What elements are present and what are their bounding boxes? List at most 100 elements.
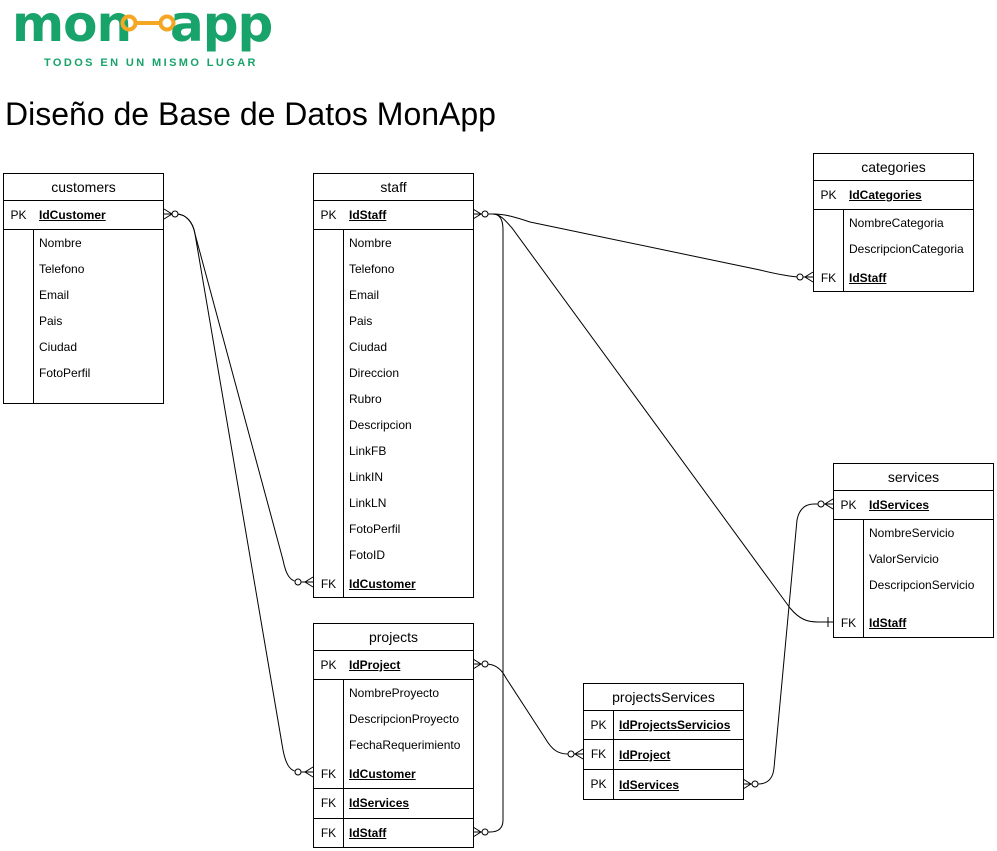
- pk-label: PK: [590, 718, 607, 732]
- entity-projects[interactable]: projects PK IdProject NombreProyecto Des…: [313, 623, 474, 848]
- field: Telefono: [349, 262, 395, 276]
- key-column-divider: [33, 230, 34, 403]
- entity-categories[interactable]: categories PK IdCategories NombreCategor…: [813, 153, 974, 292]
- fk-row[interactable]: FK IdCustomer: [314, 570, 473, 598]
- pk-row[interactable]: PK IdCategories: [814, 181, 973, 209]
- field: Email: [349, 288, 380, 302]
- pk-label: PK: [820, 188, 837, 202]
- field: LinkLN: [349, 496, 387, 510]
- entity-title: services: [834, 464, 993, 491]
- link-staff-categories: [473, 213, 813, 278]
- field: NombreServicio: [869, 526, 955, 540]
- logo-tagline: TODOS EN UN MISMO LUGAR: [44, 57, 258, 69]
- link-customers-staff: [164, 213, 313, 583]
- fk-field: IdStaff: [849, 271, 887, 285]
- fk-row[interactable]: FK IdStaff: [834, 609, 993, 637]
- field: ValorServicio: [869, 552, 939, 566]
- pk2-row[interactable]: PK IdServices: [584, 770, 743, 799]
- link-customers-projects: [164, 213, 313, 773]
- divider: [814, 209, 973, 210]
- field: FotoPerfil: [349, 522, 401, 536]
- logo-connector-icon: [120, 14, 176, 32]
- pk-label: PK: [840, 498, 857, 512]
- link-staff-projects: [473, 213, 504, 833]
- pk-row[interactable]: PK IdProject: [314, 651, 473, 679]
- pk-label: PK: [320, 658, 337, 672]
- entity-customers[interactable]: customers PK IdCustomer Nombre Telefono …: [3, 173, 164, 404]
- fk-field: IdStaff: [349, 826, 387, 840]
- pk-row[interactable]: PK IdCustomer: [4, 201, 163, 229]
- pk-label: PK: [590, 777, 607, 791]
- fk-row[interactable]: FK IdStaff: [814, 264, 973, 292]
- fk-field: IdServices: [349, 796, 410, 810]
- divider: [314, 818, 473, 819]
- fk-label: FK: [840, 616, 857, 630]
- divider: [4, 229, 163, 230]
- key-column-divider: [843, 210, 844, 291]
- field: LinkFB: [349, 444, 387, 458]
- field: FotoPerfil: [39, 366, 91, 380]
- field: Ciudad: [349, 340, 388, 354]
- fk-label: FK: [320, 767, 337, 781]
- field: Direccion: [349, 366, 400, 380]
- divider: [314, 679, 473, 680]
- entity-title: customers: [4, 174, 163, 201]
- logo-text-app: app: [170, 0, 273, 53]
- fk-label: FK: [820, 271, 837, 285]
- link-staff-services: [473, 213, 833, 623]
- fk-row-staff[interactable]: FK IdStaff: [314, 819, 473, 847]
- field: Email: [39, 288, 70, 302]
- fk-row-services[interactable]: FK IdServices: [314, 789, 473, 818]
- pk-field: IdProject: [349, 658, 401, 672]
- pk-field: IdServices: [619, 778, 680, 792]
- link-projectsservices-services: [743, 503, 833, 785]
- field: NombreProyecto: [349, 686, 440, 700]
- pk-row[interactable]: PK IdStaff: [314, 201, 473, 229]
- field: Telefono: [39, 262, 85, 276]
- link-projects-projectsservices: [473, 663, 583, 755]
- fk-row[interactable]: FK IdProject: [584, 740, 743, 769]
- field: NombreCategoria: [849, 216, 944, 230]
- logo-text-mon: mon: [12, 0, 132, 53]
- pk-label: PK: [320, 208, 337, 222]
- divider: [584, 739, 743, 740]
- divider: [834, 519, 993, 520]
- field: Descripcion: [349, 418, 412, 432]
- pk-field: IdCustomer: [39, 208, 106, 222]
- pk-row[interactable]: PK IdServices: [834, 491, 993, 519]
- divider: [314, 788, 473, 789]
- monapp-logo: mon app TODOS EN UN MISMO LUGAR: [12, 0, 282, 72]
- fk-label: FK: [590, 747, 607, 761]
- pk-field: IdProjectsServicios: [619, 718, 731, 732]
- field: FechaRequerimiento: [349, 738, 461, 752]
- pk-field: IdStaff: [349, 208, 387, 222]
- field: FotoID: [349, 548, 386, 562]
- fk-label: FK: [320, 826, 337, 840]
- crow-foot-markers: [163, 208, 834, 838]
- field: Pais: [349, 314, 373, 328]
- fk-field: IdCustomer: [349, 767, 416, 781]
- fk-label: FK: [320, 577, 337, 591]
- field: Rubro: [349, 392, 382, 406]
- entity-title: categories: [814, 154, 973, 181]
- pk-row[interactable]: PK IdProjectsServicios: [584, 711, 743, 739]
- fk-label: FK: [320, 796, 337, 810]
- entity-staff[interactable]: staff PK IdStaff Nombre Telefono Email P…: [313, 173, 474, 598]
- page-title: Diseño de Base de Datos MonApp: [5, 96, 496, 132]
- divider: [314, 229, 473, 230]
- entity-services[interactable]: services PK IdServices NombreServicio Va…: [833, 463, 994, 638]
- entity-title: projects: [314, 624, 473, 651]
- entity-title: projectsServices: [584, 684, 743, 711]
- pk-field: IdCategories: [849, 188, 922, 202]
- field: DescripcionServicio: [869, 578, 975, 592]
- fk-field: IdProject: [619, 748, 671, 762]
- entity-projectsservices[interactable]: projectsServices PK IdProjectsServicios …: [583, 683, 744, 800]
- field: DescripcionProyecto: [349, 712, 460, 726]
- key-column-divider: [343, 230, 344, 597]
- field: DescripcionCategoria: [849, 242, 964, 256]
- field: Nombre: [349, 236, 392, 250]
- fk-field: IdCustomer: [349, 577, 416, 591]
- pk-field: IdServices: [869, 498, 930, 512]
- fk-row-customer[interactable]: FK IdCustomer: [314, 760, 473, 788]
